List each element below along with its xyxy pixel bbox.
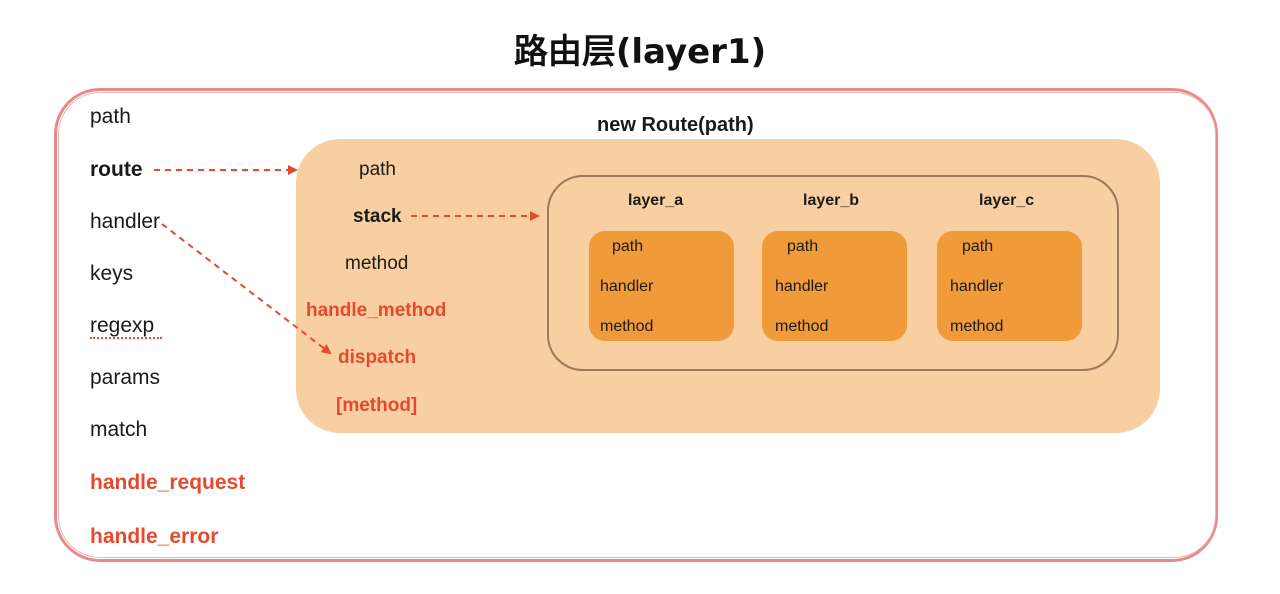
layer-field-match: match	[90, 418, 148, 441]
layer-a-title: layer_a	[628, 192, 684, 209]
layer-c-field-method: method	[950, 318, 1004, 335]
spellcheck-underline	[90, 337, 162, 339]
diagram-title: 路由层(layer1)	[513, 32, 767, 72]
layer1-frame-inner	[58, 92, 1216, 558]
layer-field-handler: handler	[90, 210, 161, 233]
layer-field-handle-request: handle_request	[90, 471, 246, 494]
layer-c-box	[937, 231, 1082, 341]
layer-field-params: params	[90, 366, 161, 389]
layer-field-keys: keys	[90, 262, 134, 285]
layer1-frame	[54, 88, 1218, 562]
route-field-path: path	[359, 159, 396, 180]
route-field-stack: stack	[353, 206, 402, 227]
layer-field-path: path	[90, 105, 131, 128]
stack-box	[547, 175, 1119, 371]
layer-field-handle-error: handle_error	[90, 525, 219, 548]
layer-a-box	[589, 231, 734, 341]
layer-c-field-path: path	[962, 238, 994, 255]
layer-field-route: route	[90, 158, 143, 181]
layer-b-field-handler: handler	[775, 278, 829, 295]
layer-field-regexp: regexp	[90, 314, 155, 337]
layer-a-field-path: path	[612, 238, 644, 255]
layer-b-title: layer_b	[803, 192, 860, 209]
layer-b-box	[762, 231, 907, 341]
route-field-dispatch: dispatch	[338, 347, 417, 368]
route-field-method-bracket: [method]	[336, 395, 418, 416]
route-field-method: method	[345, 253, 409, 274]
layer-a-field-handler: handler	[600, 278, 654, 295]
layer-c-field-handler: handler	[950, 278, 1004, 295]
layer-b-field-method: method	[775, 318, 829, 335]
layer-a-field-method: method	[600, 318, 654, 335]
route-label: new Route(path)	[597, 114, 754, 136]
route-field-handle-method: handle_method	[306, 300, 447, 321]
layer-c-title: layer_c	[979, 192, 1035, 209]
layer-b-field-path: path	[787, 238, 819, 255]
